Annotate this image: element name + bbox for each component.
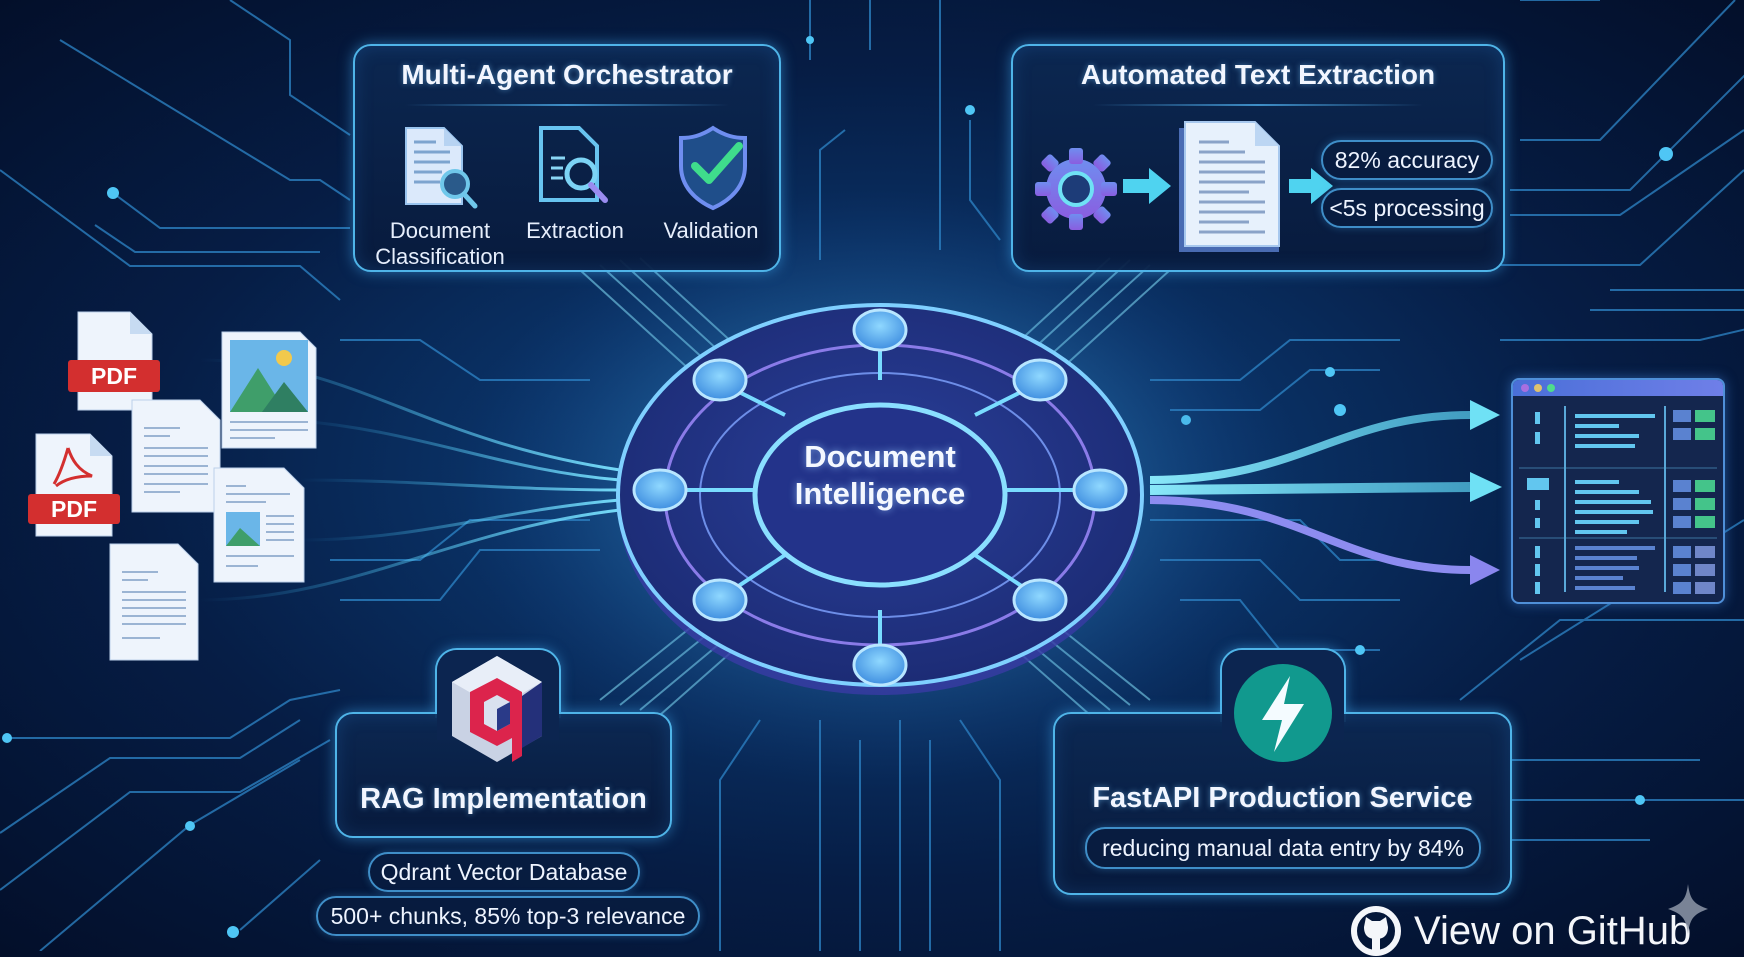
image-document-icon	[221, 331, 317, 449]
document-stack-icon: PDF PDF	[28, 311, 317, 661]
data-table-icon	[1519, 406, 1717, 594]
hub-title-line2: Intelligence	[794, 476, 966, 511]
structured-output-window	[1511, 378, 1725, 604]
text-extraction-panel: Automated Text Extraction 82% accuracy	[1011, 44, 1505, 272]
text-document-icon	[109, 543, 199, 661]
extraction-title: Automated Text Extraction	[1080, 59, 1436, 90]
shield-check-icon	[679, 125, 747, 211]
agent-label-extraction: Extraction	[526, 218, 624, 243]
rag-pill-relevance: 500+ chunks, 85% top-3 relevance	[316, 896, 700, 936]
rag-pill-database: Qdrant Vector Database	[368, 852, 640, 892]
agent-label-validation: Validation	[663, 218, 759, 243]
arrow-right-icon	[1289, 168, 1333, 204]
orchestrator-panel: Multi-Agent Orchestrator Document Classi…	[353, 44, 781, 272]
orchestrator-title: Multi-Agent Orchestrator	[401, 59, 733, 90]
arrow-right-icon	[1123, 168, 1171, 204]
text-document-icon	[131, 399, 221, 513]
pdf-acrobat-document-icon: PDF	[28, 433, 120, 537]
hub-network-icon	[616, 303, 1144, 695]
window-maximize-dot	[1547, 384, 1555, 392]
document-search-icon	[405, 127, 478, 209]
pdf-document-icon: PDF	[68, 311, 160, 411]
mixed-document-icon	[213, 467, 305, 583]
github-link-label: View on GitHub	[1414, 908, 1692, 953]
document-icon	[1179, 121, 1280, 252]
fastapi-title: FastAPI Production Service	[1092, 782, 1473, 814]
extraction-search-icon	[539, 126, 608, 203]
document-intelligence-hub: Document Intelligence	[610, 290, 1150, 700]
fastapi-pill: reducing manual data entry by 84%	[1085, 827, 1481, 869]
window-minimize-dot	[1534, 384, 1542, 392]
lightning-bolt-icon	[1234, 664, 1332, 762]
input-documents: PDF PDF	[0, 290, 340, 670]
svg-text:PDF: PDF	[51, 496, 97, 522]
svg-text:PDF: PDF	[91, 363, 137, 389]
hub-title-line1: Document	[804, 439, 956, 474]
github-link[interactable]: View on GitHub	[1350, 905, 1691, 957]
rag-title: RAG Implementation	[360, 783, 647, 815]
agent-label-classification: Document Classification	[375, 218, 505, 269]
window-close-dot	[1521, 384, 1529, 392]
github-icon	[1351, 906, 1401, 956]
gear-icon	[1035, 148, 1117, 230]
metric-accuracy: 82% accuracy	[1321, 140, 1493, 180]
qdrant-logo-icon	[452, 656, 542, 762]
divider	[405, 104, 729, 106]
sparkle-icon	[1668, 884, 1708, 934]
divider	[1093, 104, 1423, 106]
metric-processing-time: <5s processing	[1321, 188, 1493, 228]
window-titlebar	[1513, 380, 1723, 396]
